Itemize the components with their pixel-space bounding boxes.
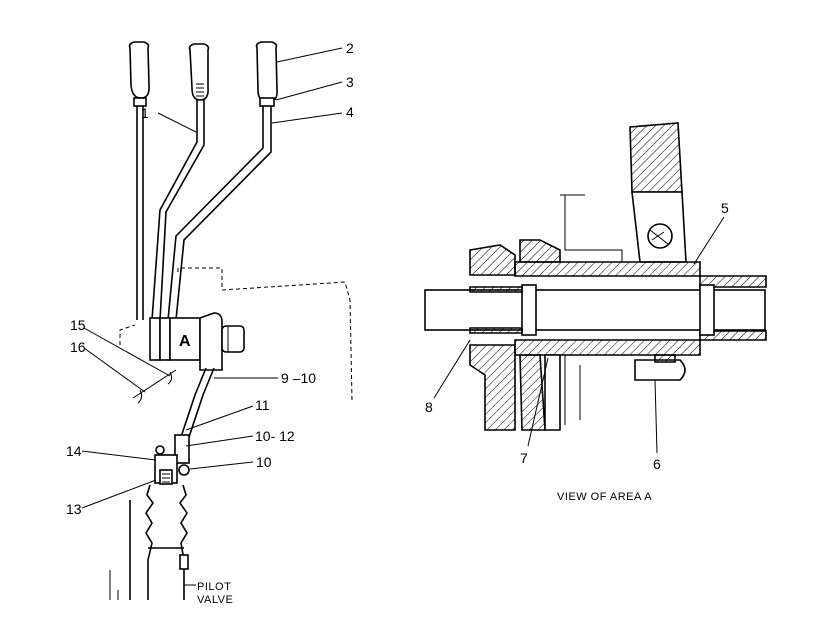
label-1: 1	[141, 105, 149, 121]
label-7: 7	[520, 450, 528, 466]
bushing-bottom	[514, 339, 701, 356]
pin-item-16	[132, 369, 177, 404]
section-view	[424, 122, 767, 431]
label-10: 10	[256, 454, 272, 470]
label-4: 4	[346, 104, 354, 120]
link-rod	[179, 367, 215, 441]
leader-lines-left	[81, 47, 343, 509]
nut-section	[634, 359, 686, 381]
label-10-12: 10- 12	[255, 428, 295, 444]
lever-right	[167, 41, 278, 321]
label-3: 3	[346, 74, 354, 90]
lever-left	[128, 41, 150, 320]
pilot-valve-body	[109, 500, 189, 600]
label-16: 16	[70, 339, 86, 355]
pilot-valve-boot	[145, 484, 188, 561]
pin-section	[647, 223, 673, 249]
label-15: 15	[70, 317, 86, 333]
lever-assembly	[109, 41, 353, 600]
lever-middle	[151, 43, 210, 321]
pilot-caption-line2: VALVE	[197, 594, 233, 606]
label-14: 14	[66, 443, 82, 459]
label-9-10: 9 –10	[281, 370, 316, 386]
label-13: 13	[66, 501, 82, 517]
view-caption: VIEW OF AREA A	[557, 491, 652, 503]
pivot-bracket	[149, 312, 245, 371]
label-2: 2	[346, 40, 354, 56]
bushing-top	[514, 261, 701, 277]
label-11: 11	[255, 397, 270, 413]
lever-arm-section	[629, 122, 683, 193]
label-6: 6	[653, 456, 661, 472]
label-5: 5	[721, 200, 729, 216]
housing-outline	[119, 267, 353, 401]
area-a-marker: A	[179, 333, 191, 350]
tube-right	[699, 275, 767, 288]
clevis-assembly	[154, 434, 190, 485]
leader-lines-right	[433, 216, 725, 454]
pilot-caption-line1: PILOT	[197, 581, 231, 593]
label-8: 8	[425, 399, 433, 415]
left-hub	[469, 244, 516, 276]
